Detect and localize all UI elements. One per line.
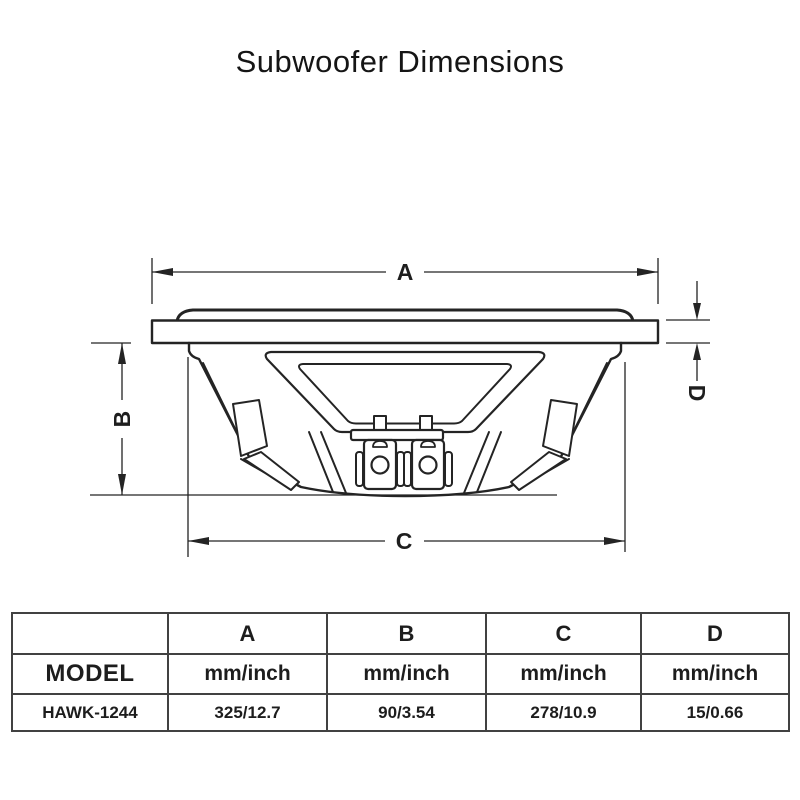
dim-d-arrowhead-down xyxy=(693,303,701,320)
connector-right-hole xyxy=(418,455,438,475)
dimension-c: C xyxy=(187,357,626,557)
subwoofer-diagram: A B C xyxy=(90,258,710,557)
terminal-tab-right xyxy=(419,415,433,432)
dim-c-arrowhead-right xyxy=(604,537,625,545)
value-cell-a: 325/12.7 xyxy=(167,693,328,732)
terminal-plate xyxy=(349,428,445,442)
dim-a-arrowhead-left xyxy=(152,268,173,276)
speaker-flange xyxy=(150,319,660,345)
value-cell-c: 278/10.9 xyxy=(485,693,642,732)
table-unit-row: MODEL mm/inch mm/inch mm/inch mm/inch xyxy=(11,653,790,695)
dim-b-arrowhead-bottom xyxy=(118,474,126,495)
unit-cell-c: mm/inch xyxy=(485,653,642,695)
vent-fin-left-sliver xyxy=(243,451,300,491)
header-cell-a: A xyxy=(167,612,328,655)
dim-label-a: A xyxy=(397,259,414,285)
dimension-annotations: A B C xyxy=(90,258,710,557)
value-cell-b: 90/3.54 xyxy=(326,693,487,732)
dimension-b: B xyxy=(90,342,557,496)
connector-left-notch xyxy=(372,440,388,448)
value-cell-d: 15/0.66 xyxy=(640,693,790,732)
basket-spoke-left-1 xyxy=(308,431,334,493)
dim-label-d: D xyxy=(684,385,710,402)
connector-right-notch xyxy=(420,440,436,448)
dimensions-table: A B C D MODEL mm/inch mm/inch mm/inch mm… xyxy=(11,612,790,732)
dim-label-c: C xyxy=(396,528,413,554)
dim-b-arrowhead-top xyxy=(118,343,126,364)
dim-a-arrowhead-right xyxy=(637,268,658,276)
page-title: Subwoofer Dimensions xyxy=(235,44,565,79)
terminal-tab-left xyxy=(373,415,387,432)
vent-fin-right xyxy=(542,399,578,457)
connector-right-flange-b xyxy=(444,451,453,487)
dim-label-b: B xyxy=(109,411,135,428)
connector-left-body xyxy=(362,438,398,491)
unit-cell-d: mm/inch xyxy=(640,653,790,695)
basket-spoke-right-2 xyxy=(463,431,490,494)
header-cell-d: D xyxy=(640,612,790,655)
header-cell-c: C xyxy=(485,612,642,655)
basket-spoke-right-1 xyxy=(476,431,502,493)
connector-right-flange-a xyxy=(403,451,412,487)
connector-right-body xyxy=(410,438,446,491)
dim-c-arrowhead-left xyxy=(188,537,209,545)
connector-left-flange-b xyxy=(396,451,405,487)
dim-d-arrowhead-up xyxy=(693,343,701,360)
speaker-gasket xyxy=(175,308,635,323)
basket-window-outer xyxy=(264,350,546,434)
model-value-cell: HAWK-1244 xyxy=(11,693,169,732)
dimension-a: A xyxy=(151,258,659,304)
basket-spoke-left-2 xyxy=(320,431,347,494)
table-value-row: HAWK-1244 325/12.7 90/3.54 278/10.9 15/0… xyxy=(11,693,790,732)
header-cell-b: B xyxy=(326,612,487,655)
connector-left-hole xyxy=(370,455,390,475)
unit-cell-b: mm/inch xyxy=(326,653,487,695)
speaker-drawing xyxy=(150,308,660,498)
model-label-cell: MODEL xyxy=(11,653,169,695)
terminal-assembly xyxy=(349,415,453,491)
vent-fin-right-sliver xyxy=(510,451,567,491)
connector-left-flange-a xyxy=(355,451,364,487)
unit-cell-a: mm/inch xyxy=(167,653,328,695)
vent-fin-left xyxy=(232,399,268,457)
table-header-row: A B C D xyxy=(11,612,790,655)
header-cell-empty xyxy=(11,612,169,655)
dimension-d: D xyxy=(666,281,710,401)
basket-window-inner xyxy=(298,363,512,425)
